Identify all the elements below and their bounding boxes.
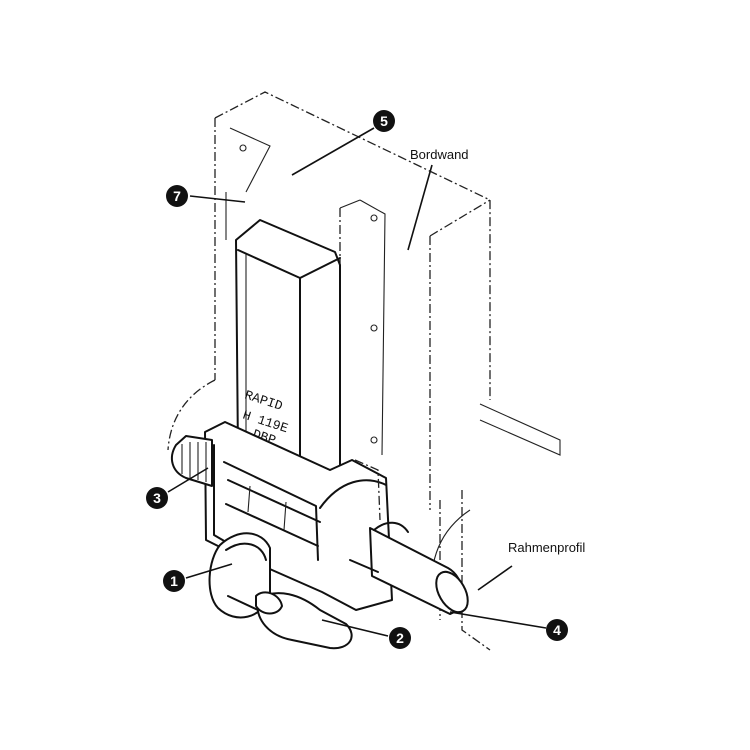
operating-lever bbox=[208, 532, 353, 650]
callout-5-badge bbox=[373, 110, 395, 132]
callout-4-badge bbox=[546, 619, 568, 641]
threaded-spindle bbox=[170, 435, 213, 487]
callout-2-number: 2 bbox=[396, 630, 404, 646]
callout-7-badge bbox=[166, 185, 188, 207]
callout-1-number: 1 bbox=[170, 573, 178, 589]
callout-4-number: 4 bbox=[553, 622, 561, 638]
yoke-pin bbox=[225, 479, 321, 547]
callout-7-number: 7 bbox=[173, 188, 181, 204]
leader-lines bbox=[167, 127, 547, 637]
callout-2-badge bbox=[389, 627, 411, 649]
label-rahmenprofil: Rahmenprofil bbox=[508, 540, 585, 555]
callout-1-badge bbox=[163, 570, 185, 592]
callout-4: 4 bbox=[546, 619, 568, 641]
callout-3: 3 bbox=[146, 487, 168, 509]
callout-7: 7 bbox=[166, 185, 188, 207]
callout-3-badge bbox=[146, 487, 168, 509]
callout-2: 2 bbox=[389, 627, 411, 649]
bordwand-wall bbox=[167, 91, 561, 510]
callout-3-number: 3 bbox=[153, 490, 161, 506]
callout-5: 5 bbox=[373, 110, 395, 132]
locking-bolt bbox=[349, 521, 469, 615]
callout-5-number: 5 bbox=[380, 113, 388, 129]
label-bordwand: Bordwand bbox=[410, 147, 469, 162]
yoke-bracket bbox=[204, 421, 393, 611]
callout-1: 1 bbox=[163, 570, 185, 592]
